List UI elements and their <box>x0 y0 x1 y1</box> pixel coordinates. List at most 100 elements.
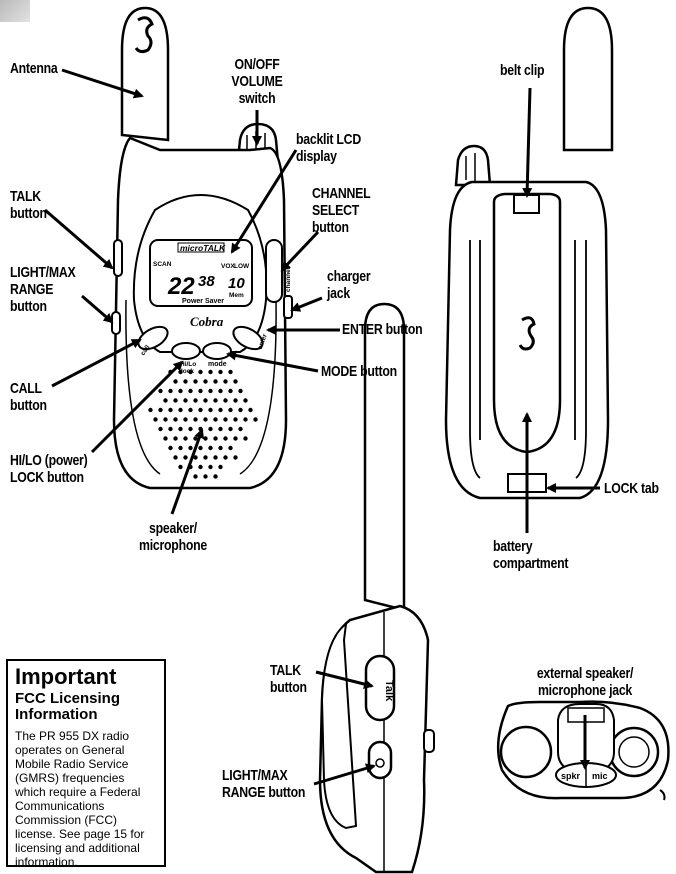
grille-hole <box>243 398 247 402</box>
grille-hole <box>193 379 197 383</box>
channel-arrow <box>282 232 318 270</box>
grille-hole <box>228 370 232 374</box>
grille-hole <box>198 446 202 450</box>
channel-rocker-text: channel <box>285 267 292 292</box>
grille-hole <box>233 379 237 383</box>
hilo-button-text: Hi/Lolock <box>180 361 196 375</box>
grille-hole <box>208 446 212 450</box>
grille-hole <box>193 474 197 478</box>
grille-hole <box>218 389 222 393</box>
grille-hole <box>213 474 217 478</box>
belt-clip <box>494 194 560 452</box>
grille-hole <box>228 427 232 431</box>
grille-hole <box>183 379 187 383</box>
side-antenna <box>365 304 404 610</box>
grille-hole <box>183 398 187 402</box>
grille-hole <box>183 436 187 440</box>
hilo-button-shape <box>172 343 200 359</box>
back-antenna <box>564 8 612 150</box>
lcd-channel-digits: 22 <box>167 273 195 300</box>
grille-hole <box>188 446 192 450</box>
grille-hole <box>233 436 237 440</box>
grille-hole <box>173 379 177 383</box>
back-radio <box>446 8 612 498</box>
top-radio <box>498 702 668 800</box>
grille-hole <box>233 455 237 459</box>
antenna-label: Antenna <box>10 60 57 77</box>
lock-tab-label: LOCK tab <box>604 480 659 497</box>
side-talk-text: Talk <box>383 680 395 702</box>
charger-jack <box>284 296 292 318</box>
charger-jack-label: charger jack <box>327 268 370 302</box>
mic-text: mic <box>592 771 608 781</box>
grille-hole <box>198 389 202 393</box>
top-antenna-base <box>501 727 551 777</box>
lcd-code-digits: 38 <box>198 273 215 290</box>
grille-hole <box>173 455 177 459</box>
grille-hole <box>218 408 222 412</box>
grille-hole <box>163 417 167 421</box>
grille-hole <box>158 427 162 431</box>
grille-hole <box>218 446 222 450</box>
grille-hole <box>203 379 207 383</box>
grille-hole <box>238 389 242 393</box>
grille-hole <box>213 455 217 459</box>
charger-arrow <box>292 298 322 310</box>
lcd-scan-text: SCAN <box>153 261 172 268</box>
grille-hole <box>253 417 257 421</box>
call-button-label: CALL button <box>10 380 47 414</box>
grille-hole <box>213 398 217 402</box>
fcc-body: The PR 955 DX radio operates on General … <box>15 729 157 869</box>
side-light-max-range-label: LIGHT/MAX RANGE button <box>222 767 305 801</box>
grille-hole <box>158 408 162 412</box>
grille-hole <box>238 427 242 431</box>
grille-hole <box>208 370 212 374</box>
grille-hole <box>168 427 172 431</box>
backlit-lcd-label: backlit LCD display <box>296 131 361 165</box>
grille-hole <box>248 408 252 412</box>
grille-hole <box>178 408 182 412</box>
channel-select-label: CHANNEL SELECT button <box>312 185 370 236</box>
grille-hole <box>208 427 212 431</box>
grille-hole <box>213 417 217 421</box>
hilo-line-1: Hi/Lo <box>180 361 196 368</box>
back-knob <box>456 146 490 185</box>
grille-hole <box>178 427 182 431</box>
grille-hole <box>213 379 217 383</box>
grille-hole <box>178 389 182 393</box>
grille-hole <box>163 398 167 402</box>
grille-hole <box>213 436 217 440</box>
grille-hole <box>218 370 222 374</box>
lcd-brand-text: microTALK <box>180 243 226 253</box>
grille-hole <box>168 408 172 412</box>
grille-hole <box>188 427 192 431</box>
lcd-mem-text: Mem <box>229 292 244 299</box>
battery-compartment-label: battery compartment <box>493 538 568 572</box>
side-radio <box>320 304 434 872</box>
grille-hole <box>198 370 202 374</box>
mode-button-label: MODE button <box>321 363 397 380</box>
grille-hole <box>188 408 192 412</box>
grille-hole <box>173 436 177 440</box>
talk-button-label: TALK button <box>10 188 47 222</box>
grille-hole <box>243 417 247 421</box>
grille-hole <box>218 465 222 469</box>
fcc-info-box: Important FCC Licensing Information The … <box>6 659 166 867</box>
talk-arrow <box>45 210 112 268</box>
grille-hole <box>223 379 227 383</box>
grille-hole <box>223 436 227 440</box>
grille-hole <box>198 408 202 412</box>
fcc-title: Important <box>15 665 157 689</box>
grille-hole <box>233 398 237 402</box>
mode-button-shape <box>203 343 231 359</box>
grille-hole <box>203 474 207 478</box>
grille-hole <box>203 398 207 402</box>
light-side-button <box>112 312 120 334</box>
grille-hole <box>203 455 207 459</box>
grille-hole <box>243 436 247 440</box>
spkr-text: spkr <box>561 771 581 781</box>
lcd-low-text: LOW <box>234 263 250 270</box>
enter-button-label: ENTER button <box>342 321 422 338</box>
grille-hole <box>183 417 187 421</box>
